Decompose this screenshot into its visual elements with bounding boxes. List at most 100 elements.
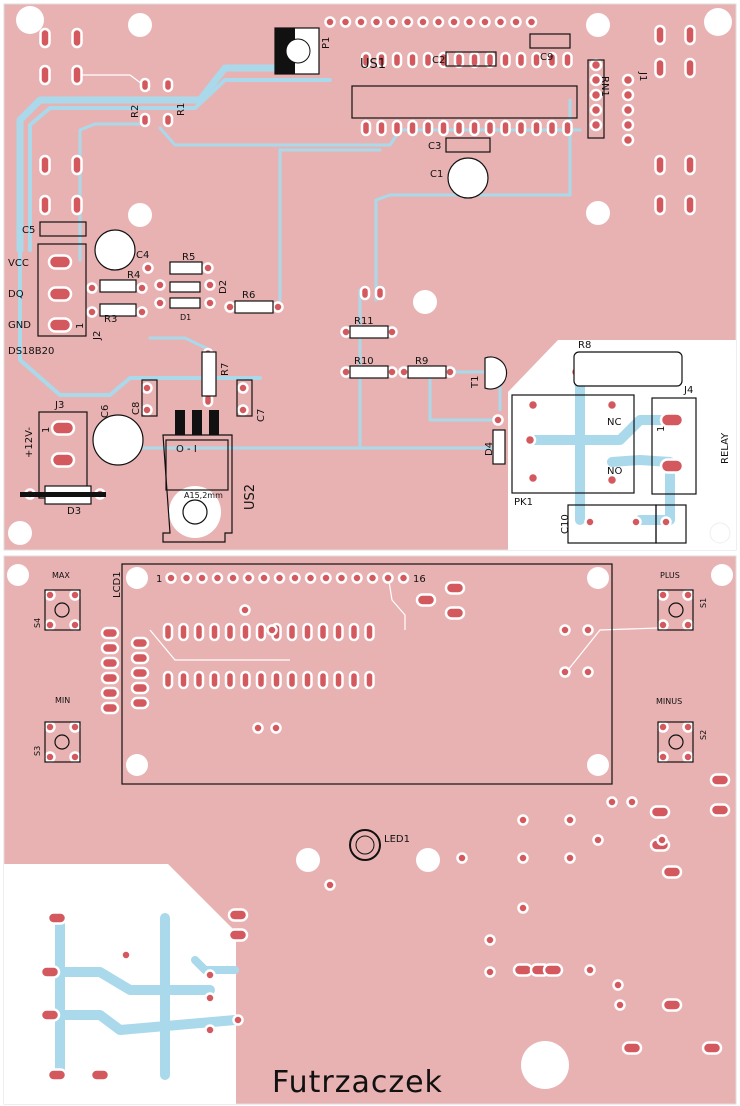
pad: [204, 992, 216, 1004]
label-led1: LED1: [384, 834, 410, 845]
pad: [364, 670, 375, 690]
pad: [370, 16, 383, 28]
pad: [227, 928, 249, 942]
pad: [100, 671, 120, 685]
pad: [302, 622, 313, 642]
pad: [86, 306, 98, 318]
pad: [589, 58, 603, 72]
pad: [227, 572, 239, 584]
pad: [348, 670, 360, 690]
pad: [564, 852, 576, 864]
pad: [178, 622, 189, 642]
pad: [621, 88, 635, 102]
pad: [517, 902, 529, 914]
pad: [204, 297, 216, 309]
label-c6: C6: [100, 405, 111, 418]
label-vcc: VCC: [8, 258, 29, 269]
pad: [44, 589, 56, 601]
pad: [46, 1068, 68, 1082]
pad: [255, 670, 267, 690]
pad: [162, 77, 174, 93]
pad: [130, 636, 150, 650]
pad: [50, 420, 76, 436]
pad: [224, 622, 236, 642]
relay-pk1: [511, 394, 635, 494]
ic-us1: [351, 85, 578, 119]
pad: [654, 57, 666, 79]
pad: [142, 262, 154, 274]
label-lcd1: LCD1: [112, 571, 123, 598]
pad: [100, 686, 120, 700]
pad: [47, 317, 73, 333]
pad: [659, 412, 685, 428]
pad: [525, 16, 538, 28]
sensor-j2: [37, 243, 87, 337]
pad: [162, 112, 174, 128]
pad: [422, 51, 434, 69]
pad: [71, 154, 83, 176]
label-j2-pin1: 1: [75, 323, 86, 329]
pad: [417, 16, 429, 28]
pad: [684, 57, 696, 79]
pad: [523, 433, 537, 447]
pad: [582, 624, 594, 636]
pad: [456, 852, 468, 864]
pad: [340, 326, 352, 338]
label-s3: S3: [33, 746, 42, 756]
pad: [612, 979, 624, 991]
pad: [333, 670, 344, 690]
pad: [682, 619, 694, 631]
pad: [204, 969, 216, 981]
label-j4-pin1: 1: [656, 426, 667, 432]
pad: [120, 949, 132, 961]
pad: [469, 119, 480, 137]
label-c5: C5: [22, 225, 35, 236]
pad: [211, 572, 224, 584]
label-j2: J2: [92, 331, 103, 341]
pad: [178, 670, 189, 690]
pad: [407, 119, 418, 137]
pad: [130, 651, 150, 665]
pad: [546, 119, 558, 137]
pad: [69, 751, 81, 763]
pad: [302, 670, 313, 690]
pad: [564, 814, 576, 826]
pad: [463, 16, 476, 28]
pad: [531, 51, 542, 69]
pad: [500, 119, 511, 137]
pad: [289, 572, 301, 584]
silkscreen: [20, 27, 697, 861]
pad: [407, 51, 418, 69]
pad: [656, 834, 668, 846]
label-r2: R2: [130, 105, 141, 118]
pad: [355, 16, 367, 28]
label-s4: S4: [33, 618, 42, 628]
label-nc: NC: [607, 417, 621, 428]
pad: [46, 911, 68, 925]
pad: [559, 624, 571, 636]
pad: [701, 1041, 723, 1055]
label-c1: C1: [430, 169, 443, 180]
label-d3: D3: [67, 506, 81, 517]
pad: [682, 589, 694, 601]
label-r4: R4: [127, 270, 140, 281]
pad: [317, 622, 329, 642]
label-r9: R9: [415, 356, 428, 367]
pad: [444, 366, 456, 378]
pad: [376, 119, 387, 137]
pad: [526, 471, 540, 485]
pad: [374, 285, 386, 301]
label-c10: C10: [560, 514, 571, 534]
pad: [562, 119, 573, 137]
pad: [682, 751, 694, 763]
pad: [39, 27, 51, 49]
pad: [592, 834, 604, 846]
label-us2-pins: O - I: [176, 444, 197, 455]
pad: [376, 51, 387, 69]
pad: [359, 285, 371, 301]
pad: [364, 622, 375, 642]
pad: [657, 589, 669, 601]
pad: [654, 24, 666, 46]
pad: [242, 572, 255, 584]
pad: [684, 24, 696, 46]
